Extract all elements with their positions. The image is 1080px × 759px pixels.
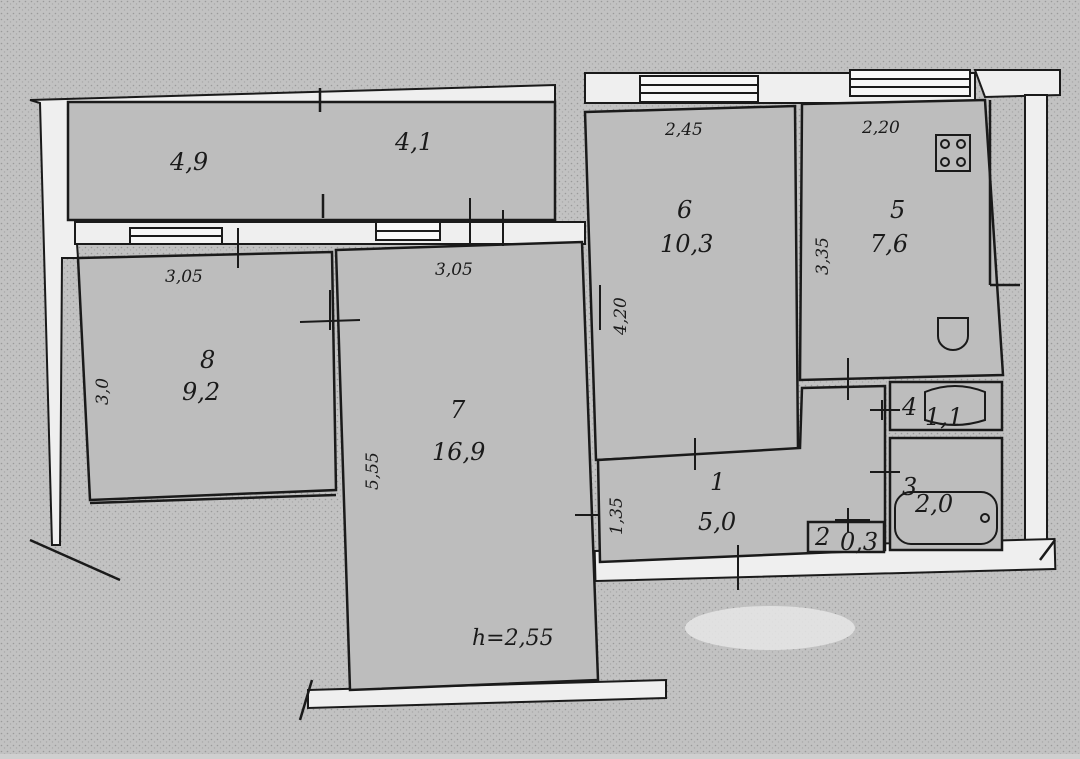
room-area-5: 7,6	[870, 230, 908, 258]
dim-room8-depth: 3,0	[93, 378, 113, 405]
sink-icon	[937, 317, 969, 351]
windows	[129, 69, 971, 245]
room-number-2: 2	[814, 523, 830, 551]
room-number-6: 6	[677, 196, 692, 224]
room-area-1: 5,0	[698, 508, 736, 536]
wall-north-balcony	[29, 83, 556, 546]
room-4-floor	[888, 380, 1004, 432]
partitions	[29, 88, 1056, 721]
room-area-2: 0,3	[840, 528, 878, 556]
room-area-balcony-left: 4,9	[169, 148, 208, 176]
room-area-8: 9,2	[182, 378, 220, 406]
rooms	[66, 98, 1005, 692]
tick-marks	[237, 198, 900, 590]
window-icon	[849, 69, 971, 97]
fixtures	[894, 134, 998, 545]
room-number-4: 4	[901, 393, 917, 421]
room-area-balcony-right: 4,1	[394, 128, 433, 156]
room-number-5: 5	[890, 196, 905, 224]
room-2-floor	[806, 520, 886, 554]
room-6-floor	[583, 104, 800, 462]
washbasin-icon	[924, 385, 986, 426]
room-area-7: 16,9	[432, 438, 485, 466]
room-8-floor	[76, 250, 338, 502]
dim-room6-width: 2,45	[664, 120, 703, 140]
room-area-3: 2,0	[914, 490, 953, 518]
window-icon	[375, 221, 441, 241]
ceiling-height: h=2,55	[472, 626, 554, 651]
room-7-floor	[334, 240, 600, 692]
blurred-mark	[685, 606, 855, 650]
stove-icon	[935, 134, 971, 172]
wall-north-corner	[973, 69, 1061, 99]
room-3-floor	[888, 436, 1004, 552]
dim-room5-width: 2,20	[861, 118, 900, 138]
dim-room7-depth: 5,55	[363, 452, 383, 490]
room-number-7: 7	[450, 396, 466, 424]
room-number-8: 8	[200, 346, 215, 374]
bathtub-icon	[894, 491, 998, 545]
room-area-4: 1,1	[925, 403, 963, 431]
room-number-1: 1	[710, 468, 725, 496]
dim-room8-width: 3,05	[165, 267, 203, 287]
dim-hall-depth: 1,35	[607, 497, 627, 535]
wall-south-left	[307, 678, 667, 710]
wall-east	[1024, 94, 1048, 556]
balcony	[66, 100, 557, 222]
dim-room6-depth: 4,20	[611, 297, 631, 336]
window-icon	[129, 227, 223, 245]
dim-room5-depth: 3,35	[813, 237, 833, 275]
dim-room7-width: 3,05	[435, 260, 473, 280]
room-area-6: 10,3	[660, 230, 713, 258]
room-1-floor	[596, 384, 887, 564]
window-icon	[639, 75, 759, 103]
room-number-3: 3	[902, 473, 917, 501]
